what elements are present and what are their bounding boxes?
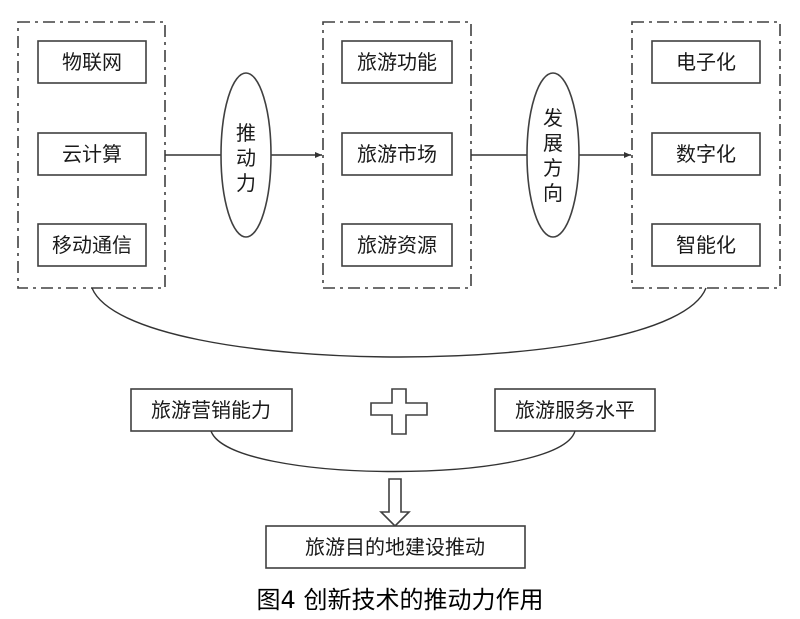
tourism-aspect-label: 旅游资源 — [357, 233, 437, 257]
result-node: 旅游目的地建设推动 — [265, 525, 526, 569]
capability-label: 旅游服务水平 — [515, 398, 635, 422]
group-merge-curve — [91, 287, 707, 358]
plus-icon — [370, 388, 428, 435]
technology-node-mobile: 移动通信 — [37, 223, 147, 267]
direction-char: 发 — [543, 106, 563, 130]
direction-char: 展 — [543, 131, 563, 155]
result-label: 旅游目的地建设推动 — [305, 535, 485, 559]
tourism-aspect-label: 旅游市场 — [357, 142, 437, 166]
driving-force-ellipse: 推 动 力 — [220, 72, 272, 238]
driver-char: 推 — [236, 121, 256, 145]
capability-label: 旅游营销能力 — [151, 398, 271, 422]
tourism-node-resource: 旅游资源 — [341, 223, 453, 267]
outcome-label: 数字化 — [676, 142, 736, 166]
outcome-label: 智能化 — [676, 233, 736, 257]
capability-node-service: 旅游服务水平 — [494, 388, 656, 432]
capability-merge-curve — [210, 430, 576, 473]
outcome-label: 电子化 — [676, 50, 736, 74]
outcome-node-smart: 智能化 — [651, 223, 761, 267]
tourism-node-function: 旅游功能 — [341, 40, 453, 84]
outcome-node-electronic: 电子化 — [651, 40, 761, 84]
driver-char: 力 — [236, 171, 256, 195]
development-direction-ellipse: 发 展 方 向 — [526, 72, 580, 238]
technology-node-iot: 物联网 — [37, 40, 147, 84]
technology-label: 物联网 — [62, 50, 122, 74]
outcome-group-frame — [631, 21, 781, 289]
technology-label: 云计算 — [62, 142, 122, 166]
outcome-node-digital: 数字化 — [651, 132, 761, 176]
down-arrow-icon — [379, 478, 411, 528]
figure-caption: 图4 创新技术的推动力作用 — [257, 586, 544, 614]
technology-node-cloud: 云计算 — [37, 132, 147, 176]
direction-char: 方 — [543, 156, 563, 180]
tourism-aspect-label: 旅游功能 — [357, 50, 437, 74]
direction-char: 向 — [543, 181, 563, 205]
driver-char: 动 — [236, 146, 256, 170]
tourism-node-market: 旅游市场 — [341, 132, 453, 176]
capability-node-marketing: 旅游营销能力 — [130, 388, 293, 432]
technology-label: 移动通信 — [52, 233, 132, 257]
